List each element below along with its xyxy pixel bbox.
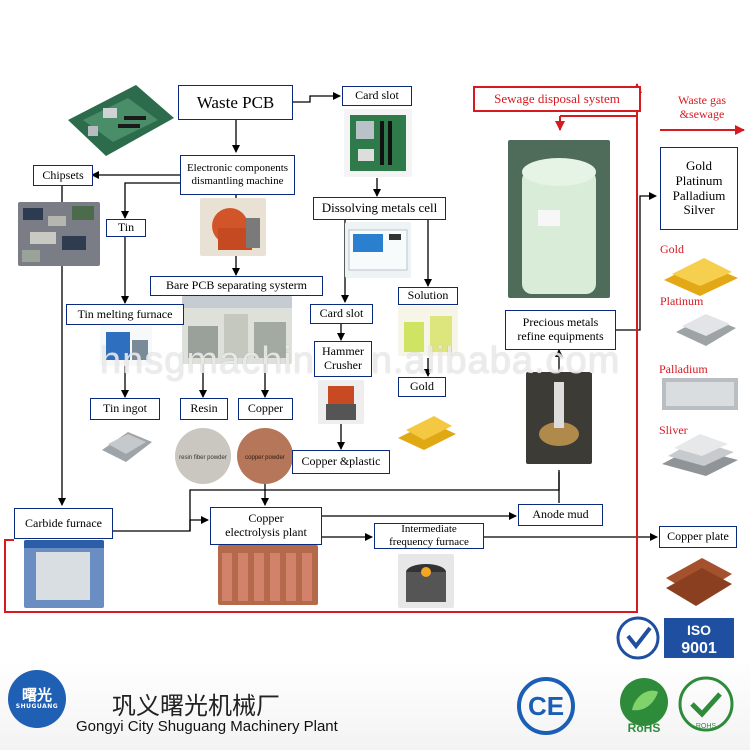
intermediate-furnace-box: Intermediate frequency furnace [374, 523, 484, 549]
dismantling-machine-box: Electronic components dismantling machin… [180, 155, 295, 195]
waste-pcb-box: Waste PCB [178, 85, 293, 120]
solution-photo [398, 306, 458, 356]
chipsets-box: Chipsets [33, 165, 93, 186]
copper-powder-label: copper powder [245, 455, 285, 461]
tin-ingot-photo [102, 432, 152, 462]
silver-bars-photo [662, 434, 738, 476]
carbide-furnace-box: Carbide furnace [14, 508, 113, 539]
card-slot-top-box: Card slot [342, 86, 412, 106]
resin-box: Resin [180, 398, 228, 420]
rohs-leaf-mark: RoHS [620, 678, 668, 735]
bare-pcb-system-photo [182, 296, 292, 364]
card-slot-mid-box: Card slot [310, 304, 373, 324]
iso-label: ISO [687, 622, 711, 638]
precious-metals-list-box: Gold Platinum Palladium Silver [660, 147, 738, 230]
sewage-tank-photo [508, 140, 610, 298]
platinum-label: Platinum [660, 294, 704, 308]
chipsets-photo [18, 202, 100, 266]
tin-melting-furnace-box: Tin melting furnace [66, 304, 184, 325]
company-name-en: Gongyi City Shuguang Machinery Plant [76, 718, 338, 735]
copper-powder-photo: copper powder [237, 428, 293, 484]
palladium-bar-photo [662, 378, 738, 410]
tin-furnace-photo [100, 326, 152, 366]
ce-label: CE [528, 691, 564, 721]
resin-powder-photo: resin fiber powder [175, 428, 231, 484]
copper-plate-photo [666, 558, 732, 606]
company-name-cn: 巩义曙光机械厂 [112, 692, 280, 720]
carbide-furnace-photo [24, 540, 104, 608]
copper-electrolysis-box: Copper electrolysis plant [210, 507, 322, 545]
palladium-label: Palladium [659, 362, 708, 376]
motherboard-photo [68, 85, 174, 156]
precious-refine-box: Precious metals refine equipments [505, 310, 616, 350]
copper-plate-box: Copper plate [659, 526, 737, 548]
resin-powder-label: resin fiber powder [179, 455, 227, 461]
gold-bars-photo [664, 258, 738, 296]
iso-certification: ISO 9001 [616, 616, 734, 660]
rohs-small-label: ROHS [696, 723, 717, 730]
solution-box: Solution [398, 287, 458, 305]
copper-plastic-box: Copper &plastic [292, 450, 390, 474]
anode-mud-box: Anode mud [518, 504, 603, 526]
tin-box: Tin [106, 219, 146, 237]
dissolving-cell-photo [345, 222, 411, 278]
platinum-bar-photo [676, 314, 736, 346]
iso-number: 9001 [681, 640, 717, 657]
hammer-crusher-box: Hammer Crusher [314, 341, 372, 377]
logo-sub: SHUGUANG [15, 702, 59, 710]
dismantling-machine-photo [200, 198, 266, 256]
hammer-crusher-photo [318, 380, 364, 424]
rohs-check-mark: ROHS [678, 676, 734, 732]
bare-pcb-box: Bare PCB separating systerm [150, 276, 323, 296]
tin-ingot-box: Tin ingot [90, 398, 160, 420]
logo-text: 曙光 [21, 686, 52, 705]
copper-box: Copper [238, 398, 293, 420]
rohs-label: RoHS [628, 721, 661, 735]
shuguang-logo: 曙光 SHUGUANG [8, 670, 66, 728]
sewage-disposal-box: Sewage disposal system [473, 86, 641, 112]
silver-label: Sliver [659, 423, 688, 437]
dissolving-cell-box: Dissolving metals cell [313, 197, 446, 220]
waste-gas-label: Waste gas &sewage [677, 93, 727, 121]
intermediate-furnace-photo [398, 554, 454, 608]
gold-bar-photo [398, 416, 456, 450]
gold-label: Gold [660, 242, 684, 256]
refine-equipment-photo [526, 372, 592, 464]
gold-box: Gold [398, 377, 446, 397]
card-slot-photo [344, 109, 412, 177]
ce-mark: CE [517, 677, 575, 735]
electrolysis-photo [218, 545, 318, 605]
